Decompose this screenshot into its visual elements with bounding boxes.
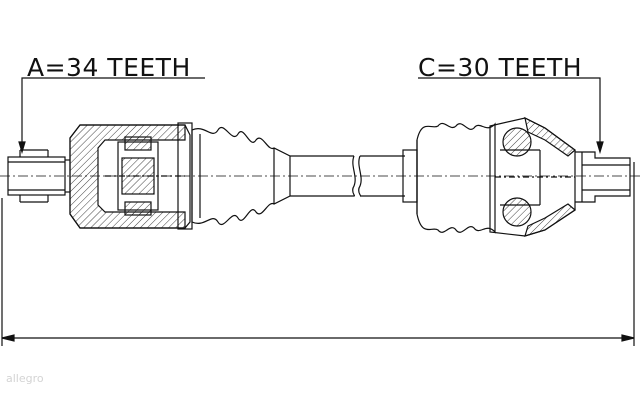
outer-cv-joint <box>489 116 576 237</box>
right-spline-stub <box>575 151 631 203</box>
shaft <box>290 155 405 197</box>
label-c-teeth: C=30 TEETH <box>418 53 583 82</box>
label-a-teeth: A=34 TEETH <box>27 53 191 82</box>
watermark: allegro <box>6 372 44 385</box>
right-boot <box>402 122 496 234</box>
leader-a <box>18 77 205 155</box>
length-dimension <box>1 162 635 346</box>
leader-c <box>418 77 604 155</box>
